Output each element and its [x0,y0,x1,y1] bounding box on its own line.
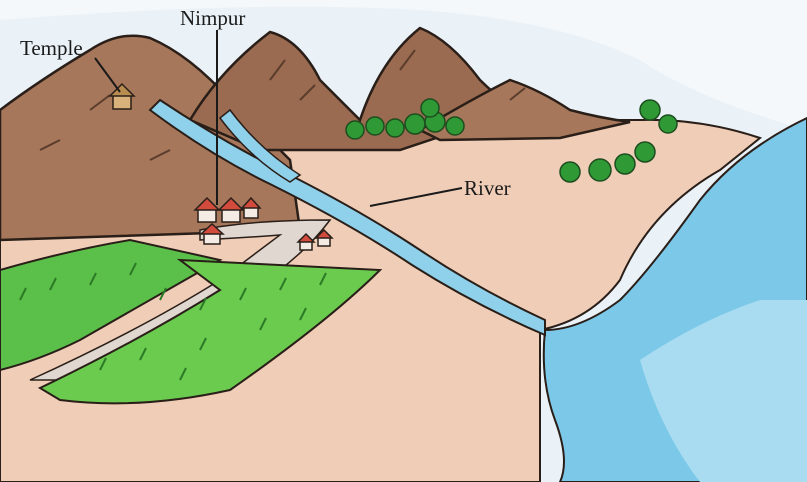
trees-hill [345,98,678,183]
field-right [37,258,383,405]
temple-building [108,82,136,110]
mountain-shading [39,49,526,161]
nimpur-label: Nimpur [180,6,246,30]
river-leader-line [369,187,463,207]
temple-leader-line [94,57,121,93]
temple-label: Temple [20,36,83,60]
sky-cloud [0,0,807,130]
mountain-right [417,78,631,142]
sea-highlight [640,300,807,482]
field-strokes [19,262,327,381]
river-branch [218,108,302,183]
river-label: River [464,176,511,200]
village-houses [193,196,334,251]
field-left [0,238,223,372]
